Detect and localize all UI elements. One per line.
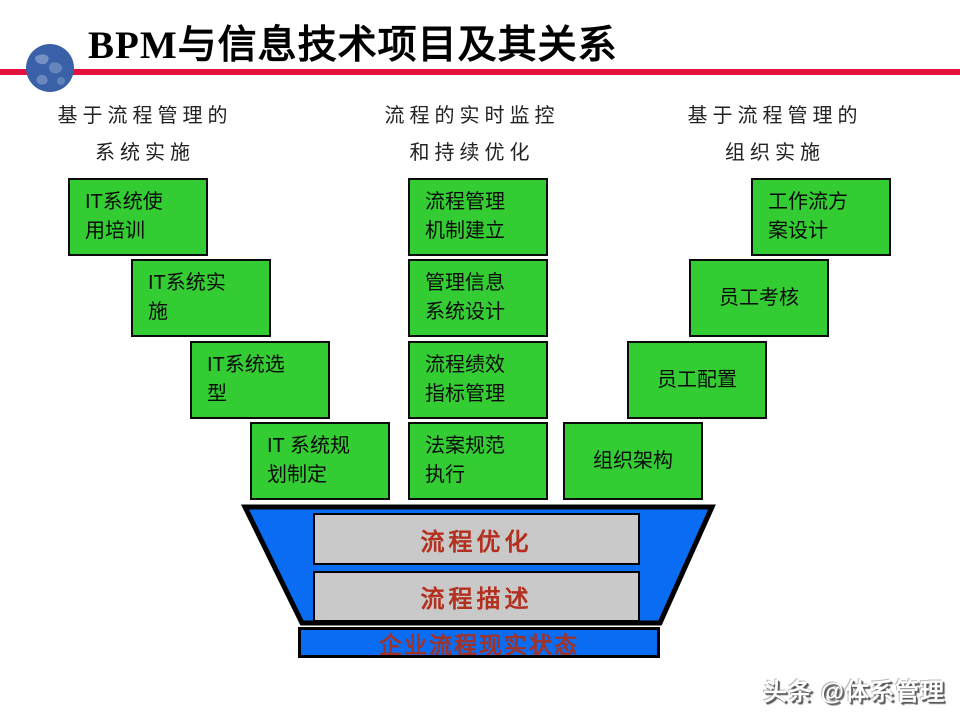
column-header-monitoring: 流程的实时监控 和持续优化 (357, 98, 587, 172)
header-line: 组织实施 (725, 142, 825, 164)
column-header-systems: 基于流程管理的 系统实施 (30, 98, 260, 172)
page-title: BPM与信息技术项目及其关系 (88, 24, 618, 67)
funnel-layer-description: 流程描述 (313, 571, 640, 622)
process-box-staffing: 员工配置 (627, 341, 767, 419)
globe-icon (26, 44, 74, 92)
funnel-layer-optimization: 流程优化 (313, 513, 640, 565)
header-line: 基于流程管理的 (57, 105, 233, 127)
watermark: 头条 @体系管理 (763, 679, 946, 706)
process-box-it-planning: IT 系统规划制定 (250, 422, 390, 500)
process-box-it-selection: IT系统选型 (190, 341, 330, 419)
process-box-org-structure: 组织架构 (563, 422, 703, 500)
header-line: 流程的实时监控 (384, 105, 560, 127)
process-box-compliance: 法案规范执行 (408, 422, 548, 500)
process-box-mis-design: 管理信息系统设计 (408, 259, 548, 337)
column-header-organization: 基于流程管理的 组织实施 (660, 98, 890, 172)
header-line: 基于流程管理的 (687, 105, 863, 127)
process-box-mechanism: 流程管理机制建立 (408, 178, 548, 256)
process-box-it-training: IT系统使用培训 (68, 178, 208, 256)
funnel-base-current-state: 企业流程现实状态 (298, 627, 660, 658)
process-box-workflow-design: 工作流方案设计 (751, 178, 891, 256)
process-box-appraisal: 员工考核 (689, 259, 829, 337)
process-box-kpi: 流程绩效指标管理 (408, 341, 548, 419)
title-underline (0, 69, 960, 75)
process-box-it-implementation: IT系统实施 (131, 259, 271, 337)
header-line: 系统实施 (95, 142, 195, 164)
header-line: 和持续优化 (409, 142, 535, 164)
